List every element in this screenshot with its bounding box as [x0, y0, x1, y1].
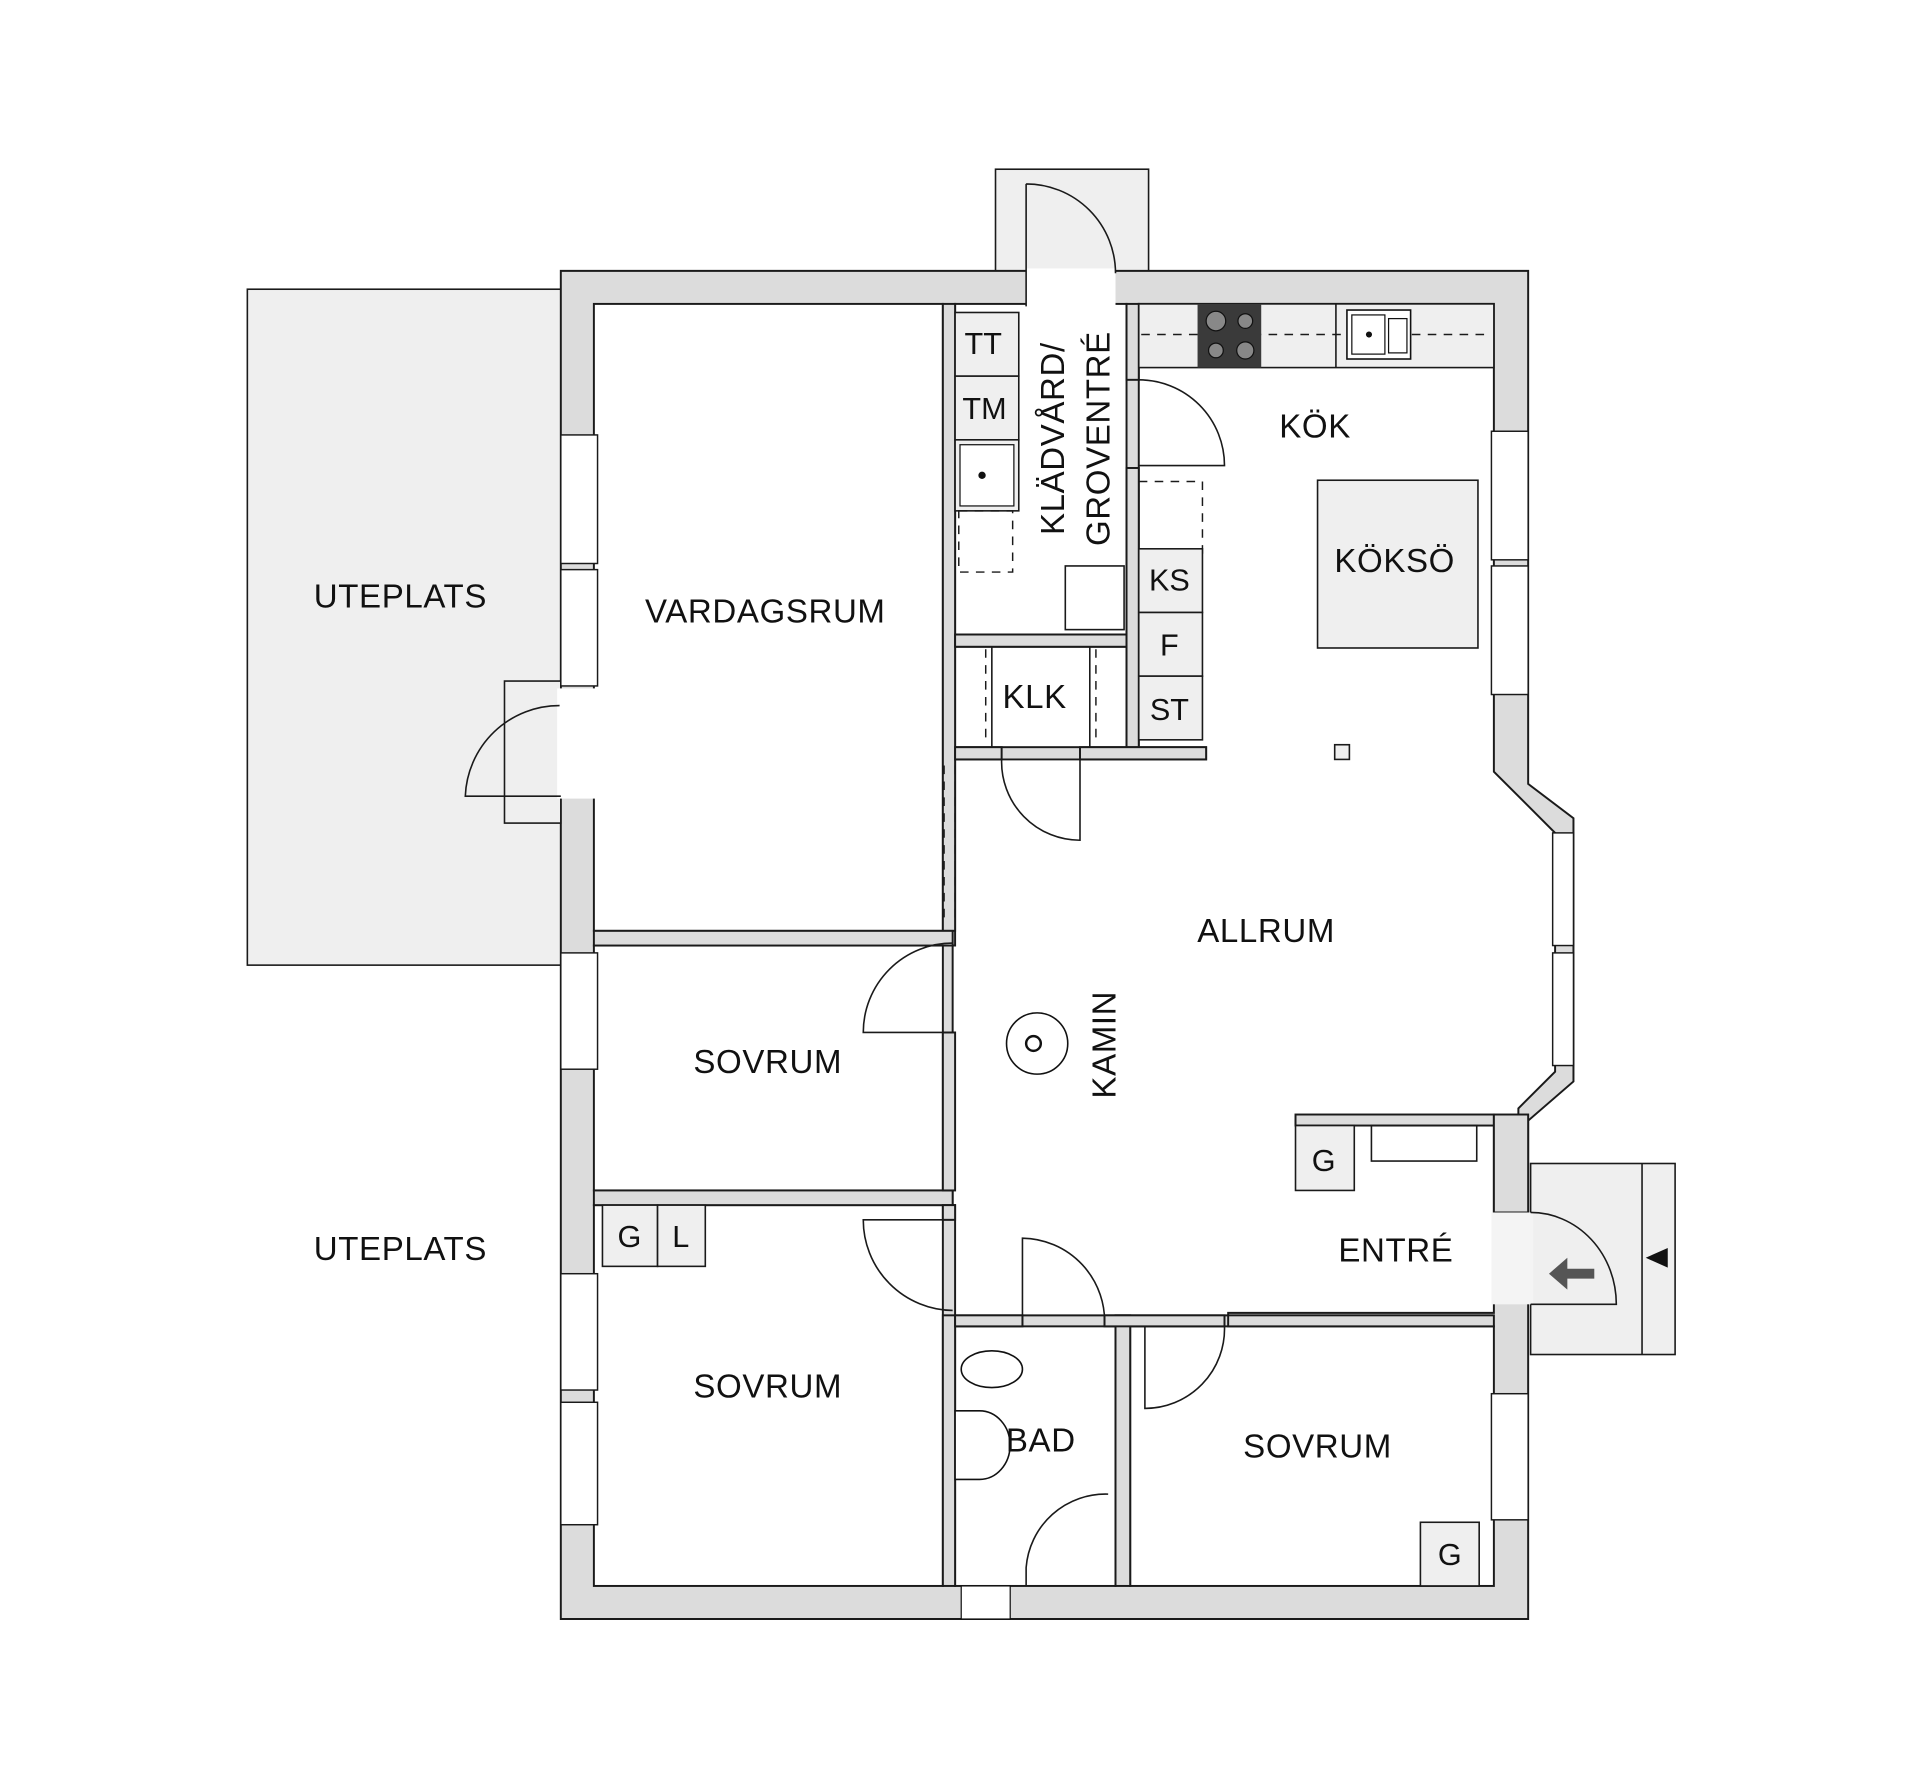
washbasin-icon: [954, 1410, 1011, 1481]
laundry-sink-icon: [959, 444, 1015, 507]
kitchen-counter: [1137, 303, 1495, 369]
label-l-sovrum-2: L: [672, 1220, 689, 1254]
label-klk: KLK: [1003, 679, 1067, 716]
room-sovrum-1: [592, 944, 944, 1192]
label-sovrum-2: SOVRUM: [693, 1368, 842, 1405]
fireplace-icon: [1005, 1012, 1069, 1075]
label-sovrum-3: SOVRUM: [1243, 1428, 1392, 1465]
label-sovrum-1: SOVRUM: [693, 1044, 842, 1081]
label-tm: TM: [962, 392, 1006, 426]
label-vardagsrum: VARDAGSRUM: [645, 593, 886, 630]
back-door-step: [994, 168, 1150, 273]
label-kladvard-1: KLÄDVÅRD/: [1035, 342, 1072, 535]
label-g-entre: G: [1312, 1144, 1336, 1178]
entrance-marker-icon: [1645, 1247, 1668, 1268]
label-tt: TT: [965, 327, 1002, 361]
terrace-top: [246, 288, 562, 966]
label-kok: KÖK: [1279, 408, 1351, 445]
label-f: F: [1160, 628, 1179, 662]
label-kamin: KAMIN: [1087, 991, 1124, 1099]
label-allrum: ALLRUM: [1197, 913, 1335, 950]
label-bad: BAD: [1006, 1422, 1076, 1459]
label-koksö: KÖKSÖ: [1334, 543, 1455, 580]
label-ks: KS: [1149, 563, 1190, 597]
entry-arrow-icon: [1548, 1257, 1595, 1290]
stove-icon: [1197, 303, 1262, 368]
label-uteplats-top: UTEPLATS: [314, 579, 487, 616]
label-entre: ENTRÉ: [1338, 1232, 1453, 1269]
windows: [560, 430, 1575, 1526]
label-st: ST: [1150, 693, 1189, 727]
door-swings: [464, 183, 1618, 1410]
kitchen-island: [1316, 479, 1479, 649]
label-kladvard-2: GROVENTRÉ: [1080, 331, 1117, 546]
ceiling-vent: [1333, 743, 1351, 761]
toilet-icon: [960, 1350, 1024, 1389]
label-g-sovrum-3: G: [1438, 1538, 1462, 1572]
label-uteplats-bottom: UTEPLATS: [314, 1231, 487, 1268]
room-sovrum-2: [592, 1204, 944, 1587]
label-g-sovrum-2: G: [617, 1220, 641, 1254]
